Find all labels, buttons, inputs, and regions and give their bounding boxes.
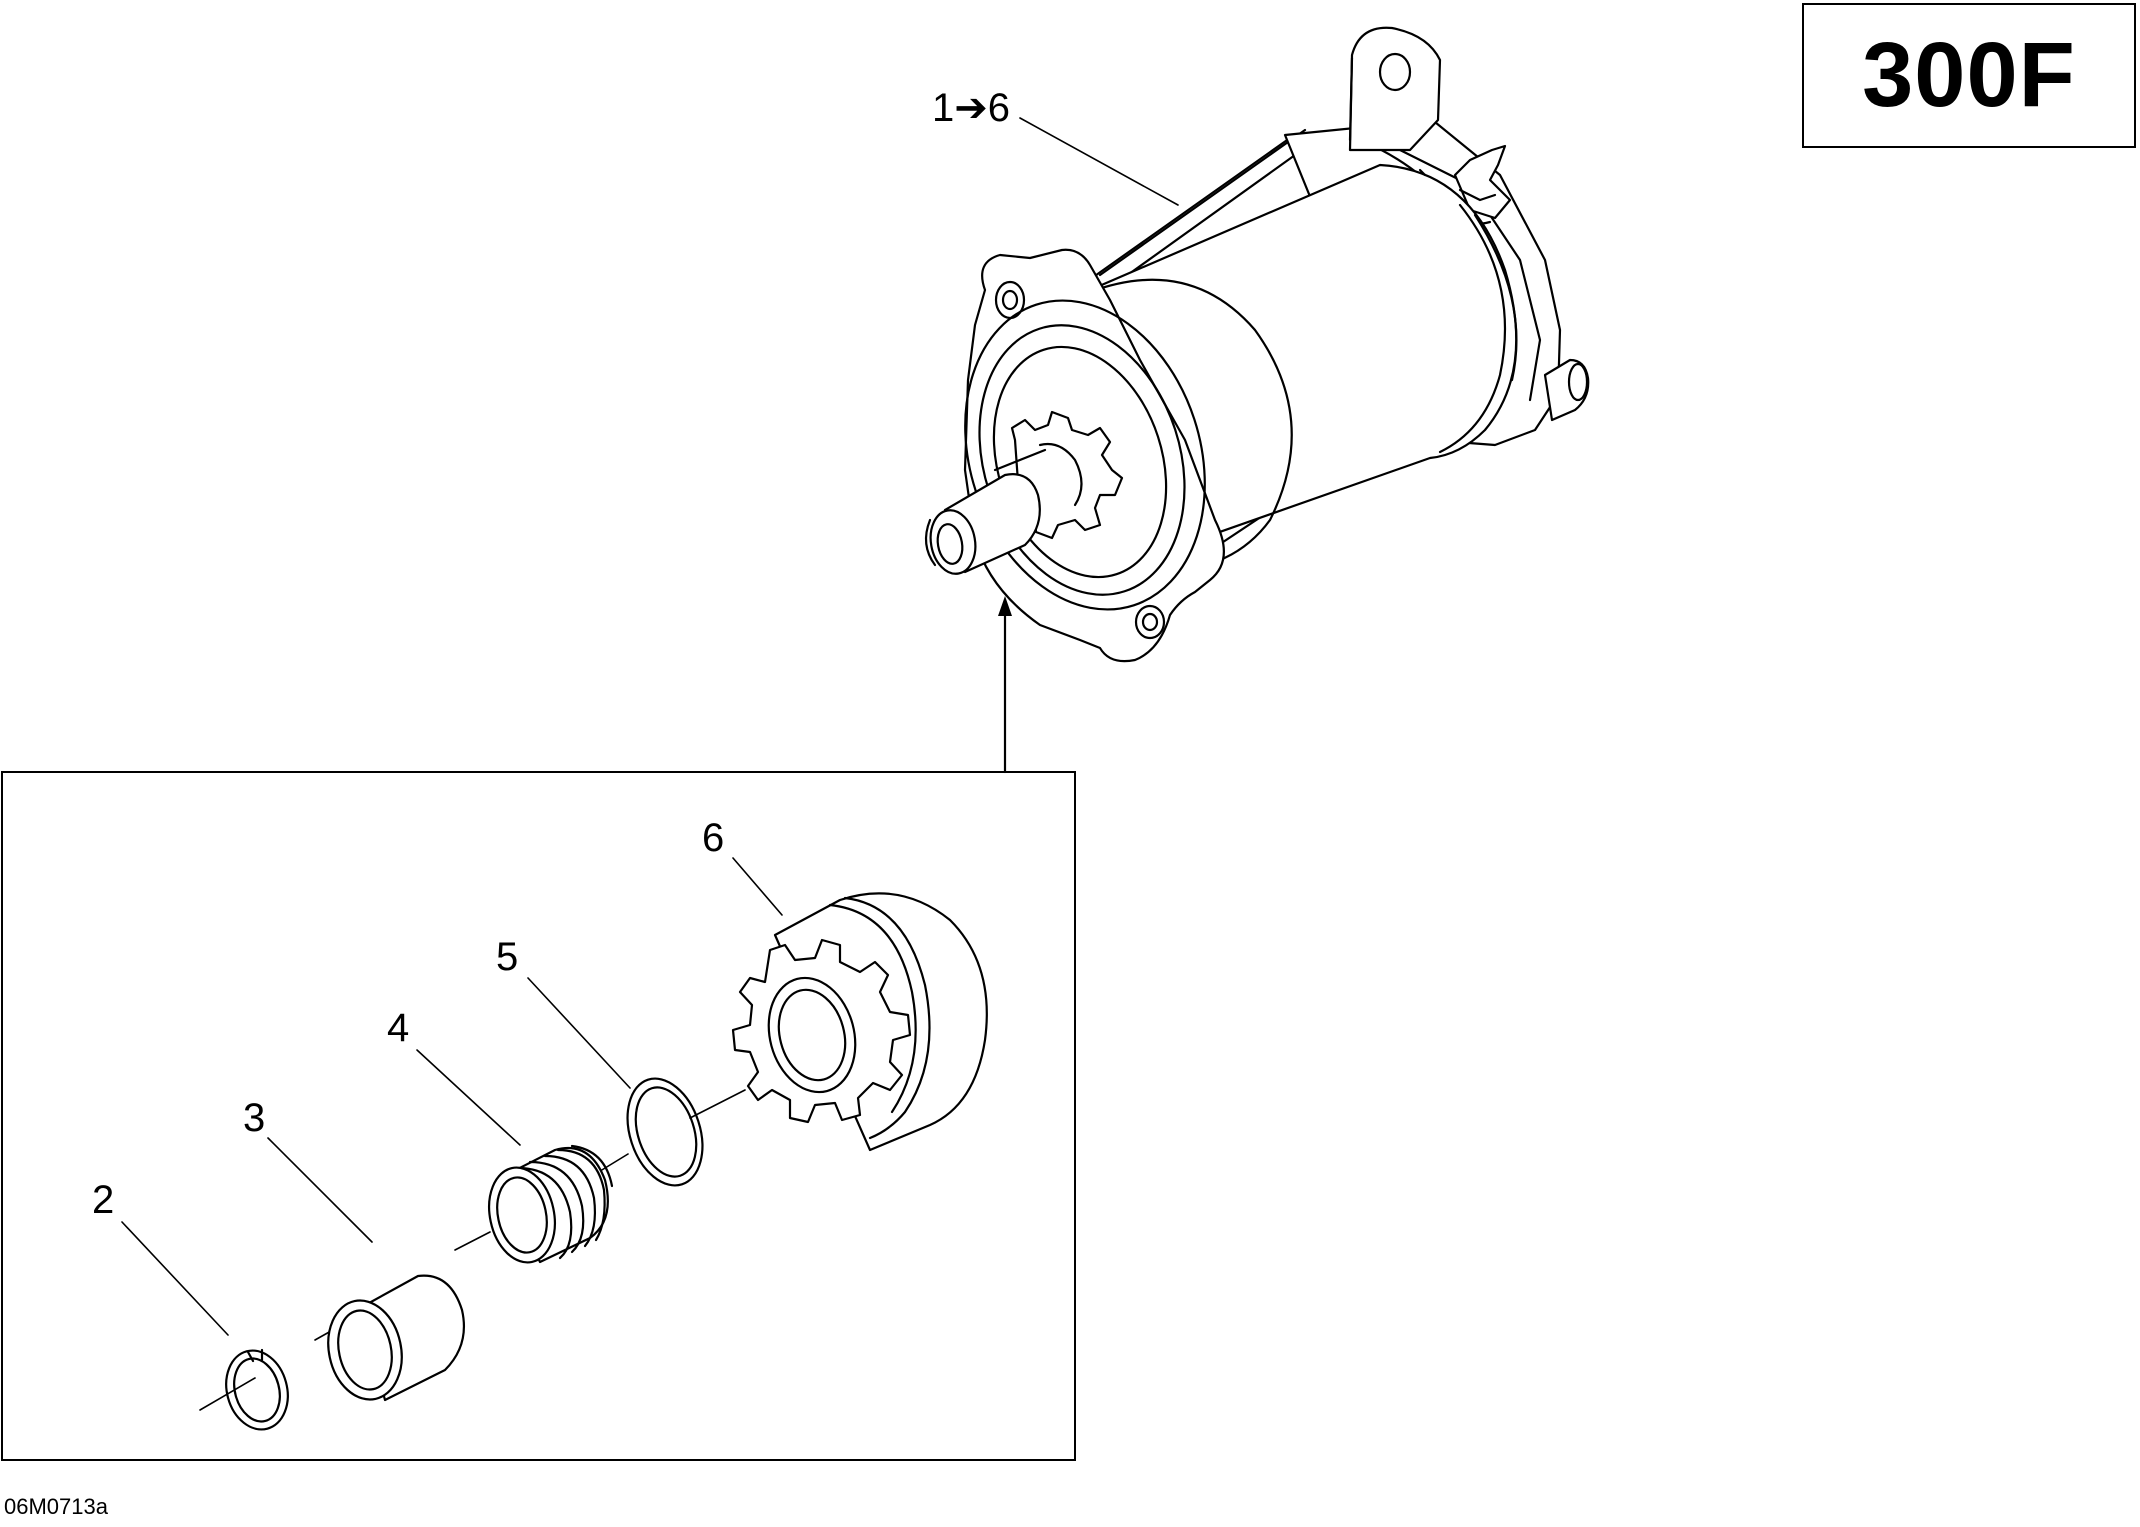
callout-assembly-range: 1➔6	[932, 86, 1011, 130]
spring	[488, 1144, 614, 1264]
leader-lines	[121, 117, 1179, 1336]
callout-2: 2	[92, 1178, 115, 1222]
figure-code: 06M0713a	[4, 1494, 108, 1519]
detail-box	[1, 771, 1076, 1461]
callout-5: 5	[496, 935, 519, 979]
thrust-washer	[626, 1077, 704, 1187]
detail-pointer-arrow	[998, 596, 1012, 774]
callout-4: 4	[387, 1006, 410, 1050]
model-label: 300F	[1862, 24, 2076, 126]
callout-6: 6	[702, 816, 725, 860]
callout-3: 3	[243, 1096, 266, 1140]
drive-pinion	[731, 892, 988, 1152]
retaining-ring	[225, 1348, 289, 1431]
stop-collar	[327, 1274, 466, 1402]
model-label-box: 300F	[1802, 3, 2136, 148]
starter-motor-assembly	[924, 26, 1590, 663]
